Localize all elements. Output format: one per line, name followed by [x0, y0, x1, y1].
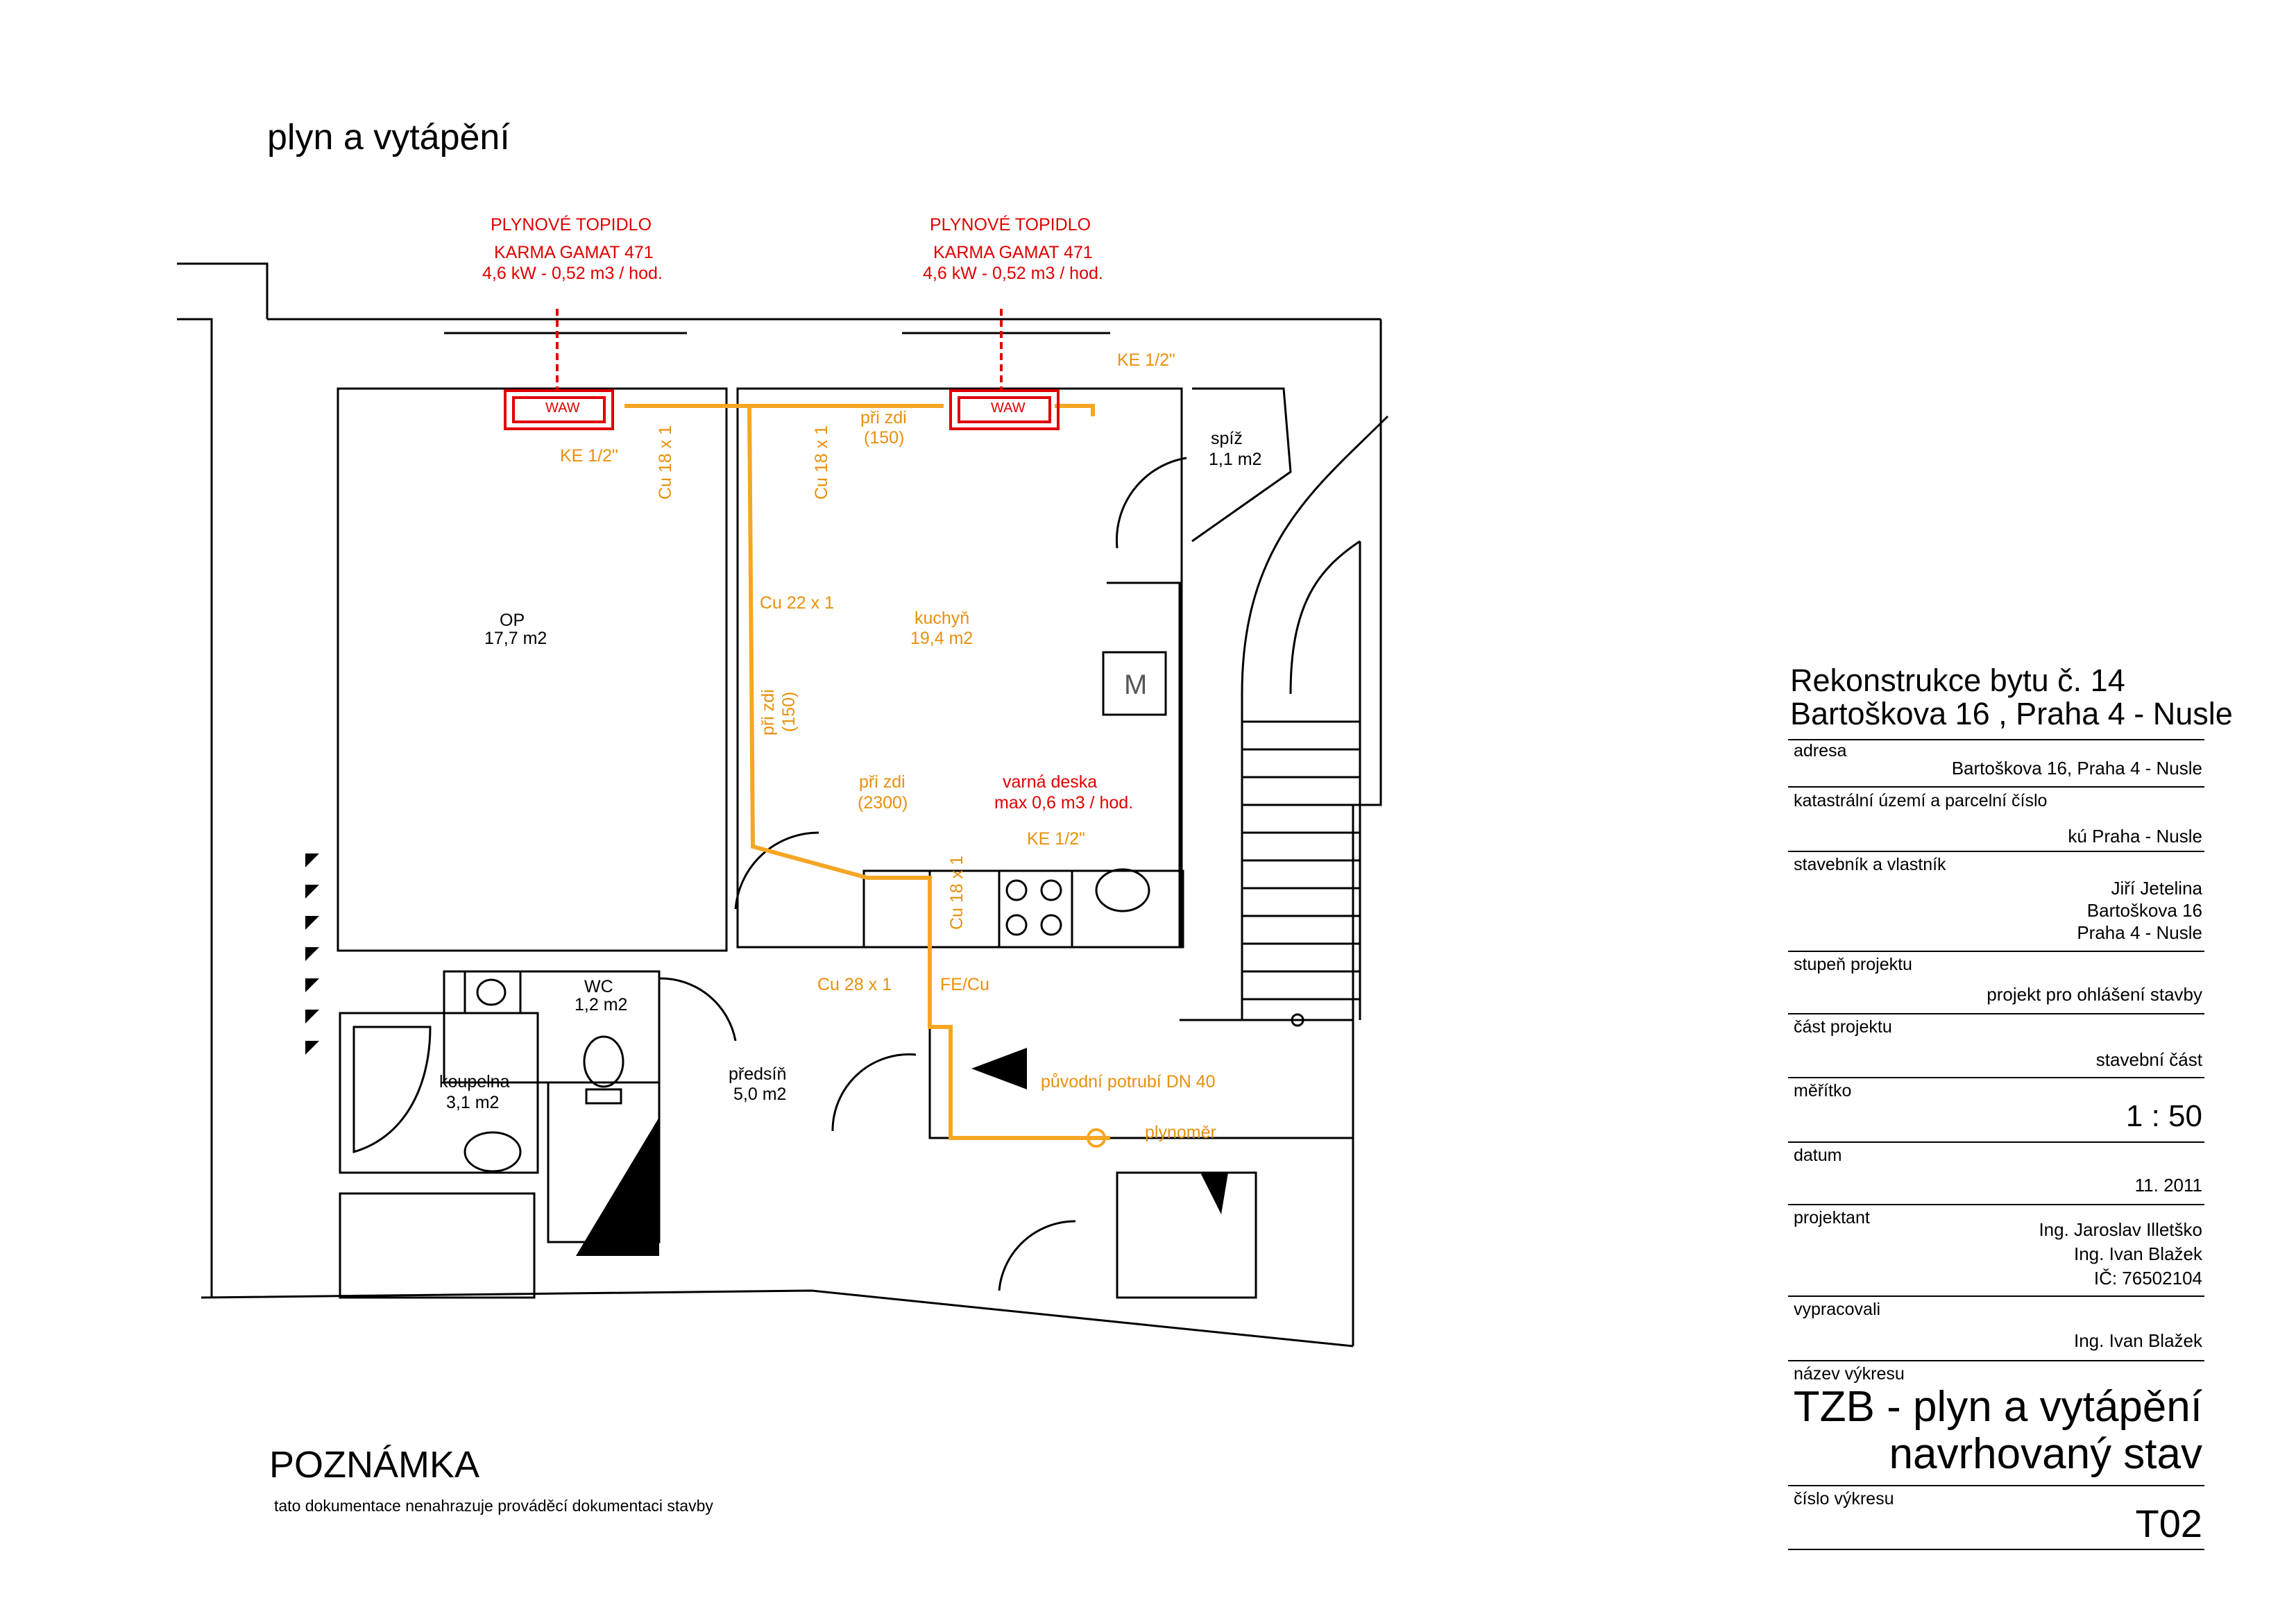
heater-right-spec: 4,6 kW - 0,52 m3 / hod.: [923, 264, 1103, 283]
heater-right-title: PLYNOVÉ TOPIDLO: [930, 215, 1091, 235]
along-wall-side-length: (150): [779, 691, 799, 732]
stage-value: projekt pro ohlášení stavby: [1987, 984, 2202, 1005]
room-bathroom-name: koupelna: [439, 1072, 510, 1091]
drawing-name-line2: navrhovaný stav: [1889, 1430, 2202, 1478]
heater-left: [504, 389, 614, 430]
room-bathroom-walls: [339, 1012, 539, 1174]
owner-value-line3: Praha 4 - Nusle: [2077, 922, 2202, 943]
gas-meter-symbol: [1087, 1128, 1106, 1148]
room-op-area: 17,7 m2: [484, 629, 547, 648]
divider: [1788, 1204, 2204, 1205]
note-text: tato dokumentace nenahrazuje prováděcí d…: [274, 1497, 713, 1515]
page-title: plyn a vytápění: [267, 117, 510, 158]
hob-name: varná deska: [1003, 772, 1098, 792]
divider: [1788, 1549, 2204, 1550]
neighbour-outline: [177, 262, 269, 319]
heater-right-label: WAW: [991, 400, 1026, 416]
divider: [1788, 951, 2204, 952]
drawing-name-line1: TZB - plyn a vytápění: [1793, 1383, 2202, 1431]
designer-value-line2: Ing. Ivan Blažek: [2074, 1243, 2202, 1264]
cu22-label: Cu 22 x 1: [760, 593, 835, 613]
fe-cu-label: FE/Cu: [940, 975, 989, 994]
ke-kitchen-label: KE 1/2": [1027, 829, 1085, 849]
along-wall-top-label: při zdi: [860, 408, 907, 427]
owner-value-line2: Bartoškova 16: [2086, 900, 2202, 921]
ke-left-label: KE 1/2": [560, 446, 618, 466]
microwave-label: M: [1124, 670, 1148, 700]
project-title-line1: Rekonstrukce bytu č. 14: [1790, 663, 2125, 698]
gas-meter-label: plynoměr: [1145, 1123, 1216, 1142]
heaters: [504, 309, 1060, 430]
scale-value: 1 : 50: [2125, 1099, 2202, 1133]
owner-label: stavebník a vlastník: [1794, 855, 1946, 874]
cu18-label-c: Cu 18 x 1: [947, 855, 967, 930]
date-value: 11. 2011: [2134, 1175, 2202, 1196]
original-pipe-label: původní potrubí DN 40: [1041, 1072, 1216, 1091]
heater-right: [949, 389, 1060, 430]
divider: [1788, 1013, 2204, 1014]
room-op-walls: [337, 387, 728, 952]
ventilation-markers: [305, 853, 1228, 1256]
cu28-label: Cu 28 x 1: [817, 975, 892, 994]
scale-label: měřítko: [1794, 1081, 1852, 1101]
room-wc-area: 1,2 m2: [575, 995, 628, 1014]
cu18-label-b: Cu 18 x 1: [812, 425, 831, 500]
date-label: datum: [1794, 1146, 1842, 1165]
cadastral-label: katastrální území a parcelní číslo: [1794, 791, 2048, 810]
divider: [1788, 1485, 2204, 1486]
address-label: adresa: [1794, 741, 1847, 760]
designer-value-line1: Ing. Jaroslav Illetško: [2039, 1219, 2202, 1240]
divider: [1788, 1141, 2204, 1143]
divider: [1788, 851, 2204, 852]
gas-pipe: [624, 404, 1110, 1140]
designer-value-line3: IČ: 76502104: [2093, 1268, 2202, 1289]
gas-pipe-route: [624, 404, 1110, 1140]
along-wall-bottom-label: při zdi: [859, 772, 905, 792]
walls: [177, 262, 1389, 1348]
room-hallway-area: 5,0 m2: [733, 1085, 787, 1104]
project-title-line2: Bartoškova 16 , Praha 4 - Nusle: [1790, 696, 2233, 731]
room-wc-name: WC: [584, 977, 613, 996]
room-kitchen-area: 19,4 m2: [910, 629, 973, 648]
heater-left-spec: 4,6 kW - 0,52 m3 / hod.: [482, 264, 663, 283]
divider: [1788, 739, 2204, 740]
ke-right-label: KE 1/2": [1117, 350, 1175, 370]
cu18-label-a: Cu 18 x 1: [656, 425, 675, 500]
room-pantry-area: 1,1 m2: [1209, 450, 1262, 469]
along-wall-side-label: při zdi: [758, 689, 778, 736]
part-label: část projektu: [1794, 1017, 1892, 1037]
note-title: POZNÁMKA: [269, 1444, 480, 1486]
cadastral-value: kú Praha - Nusle: [2068, 826, 2202, 847]
drawing-name-label: název výkresu: [1794, 1364, 1905, 1384]
room-hallway-name: předsíň: [729, 1064, 787, 1084]
room-kitchen-name: kuchyň: [915, 609, 970, 628]
divider: [1788, 1360, 2204, 1361]
heater-left-model: KARMA GAMAT 471: [494, 243, 654, 262]
divider: [1788, 786, 2204, 788]
heater-right-model: KARMA GAMAT 471: [933, 243, 1093, 262]
along-wall-top-length: (150): [864, 428, 905, 448]
divider: [1788, 1295, 2204, 1297]
prepared-value: Ing. Ivan Blažek: [2074, 1330, 2202, 1351]
stage-label: stupeň projektu: [1794, 955, 1912, 974]
room-bathroom-area: 3,1 m2: [446, 1093, 500, 1112]
part-value: stavební část: [2095, 1049, 2202, 1070]
heater-left-label: WAW: [545, 400, 580, 416]
room-op-name: OP: [500, 611, 525, 630]
along-wall-bottom-length: (2300): [858, 793, 908, 813]
address-value: Bartoškova 16, Praha 4 - Nusle: [1951, 758, 2202, 779]
drawing-number-value: T02: [2135, 1502, 2203, 1545]
drawing-number-label: číslo výkresu: [1794, 1489, 1894, 1509]
owner-value-line1: Jiří Jetelina: [2111, 878, 2203, 899]
designer-label: projektant: [1794, 1208, 1870, 1227]
heater-left-title: PLYNOVÉ TOPIDLO: [491, 215, 652, 235]
prepared-label: vypracovali: [1794, 1300, 1881, 1319]
hob-spec: max 0,6 m3 / hod.: [994, 793, 1134, 813]
room-pantry-name: spíž: [1211, 429, 1243, 448]
divider: [1788, 1077, 2204, 1078]
